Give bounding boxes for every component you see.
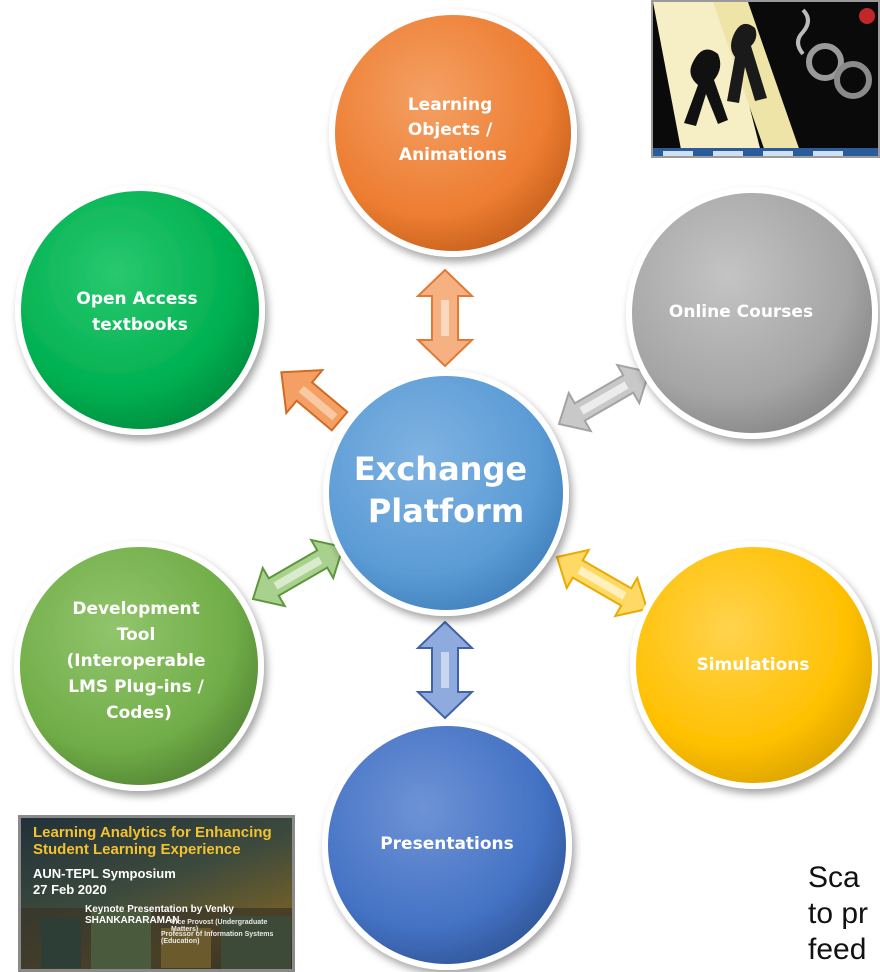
node-development-tool-label: Development Tool (Interoperable LMS Plug… [67, 599, 212, 723]
poster-title: Learning Analytics for Enhancing Student… [33, 824, 272, 858]
caption-line-1: Sca [808, 861, 860, 894]
arrow-open-access [280, 369, 349, 432]
node-presentations: Presentations [322, 720, 572, 970]
node-exchange-platform: Exchange Platform [323, 370, 569, 616]
node-open-access-label: Open Access textbooks [76, 289, 203, 335]
poster-role: Vice Provost (Undergraduate Matters) [171, 919, 268, 933]
node-open-access: Open Access textbooks [15, 185, 265, 435]
arrow-learning-objects [415, 268, 475, 368]
node-learning-objects: Learning Objects / Animations [329, 9, 577, 257]
node-development-tool: Development Tool (Interoperable LMS Plug… [14, 541, 264, 791]
poster-keynote: Keynote Presentation by Venky SHANKARARA… [85, 904, 234, 926]
poster-date: 27 Feb 2020 [33, 882, 107, 897]
cartoon-thumbnail [651, 0, 880, 158]
caption-line-3: feed [808, 933, 867, 966]
node-online-courses-label: Online Courses [669, 302, 813, 322]
presentation-poster-icon [21, 908, 292, 969]
node-online-courses: Online Courses [626, 187, 878, 439]
poster-event: AUN-TEPL Symposium [33, 866, 176, 881]
caption-text: Sca to pr feed [808, 860, 868, 968]
cartoon-image-icon [653, 2, 878, 156]
node-learning-objects-label: Learning Objects / Animations [399, 95, 507, 165]
poster-role2: Professor of Information Systems (Educat… [161, 931, 274, 945]
center-label: Exchange Platform [354, 450, 538, 530]
node-presentations-label: Presentations [380, 834, 514, 854]
node-simulations: Simulations [630, 541, 878, 789]
node-simulations-label: Simulations [696, 655, 809, 675]
arrow-presentations [415, 620, 475, 720]
caption-line-2: to pr [808, 897, 869, 930]
presentation-poster-thumbnail: Learning Analytics for Enhancing Student… [18, 815, 295, 972]
